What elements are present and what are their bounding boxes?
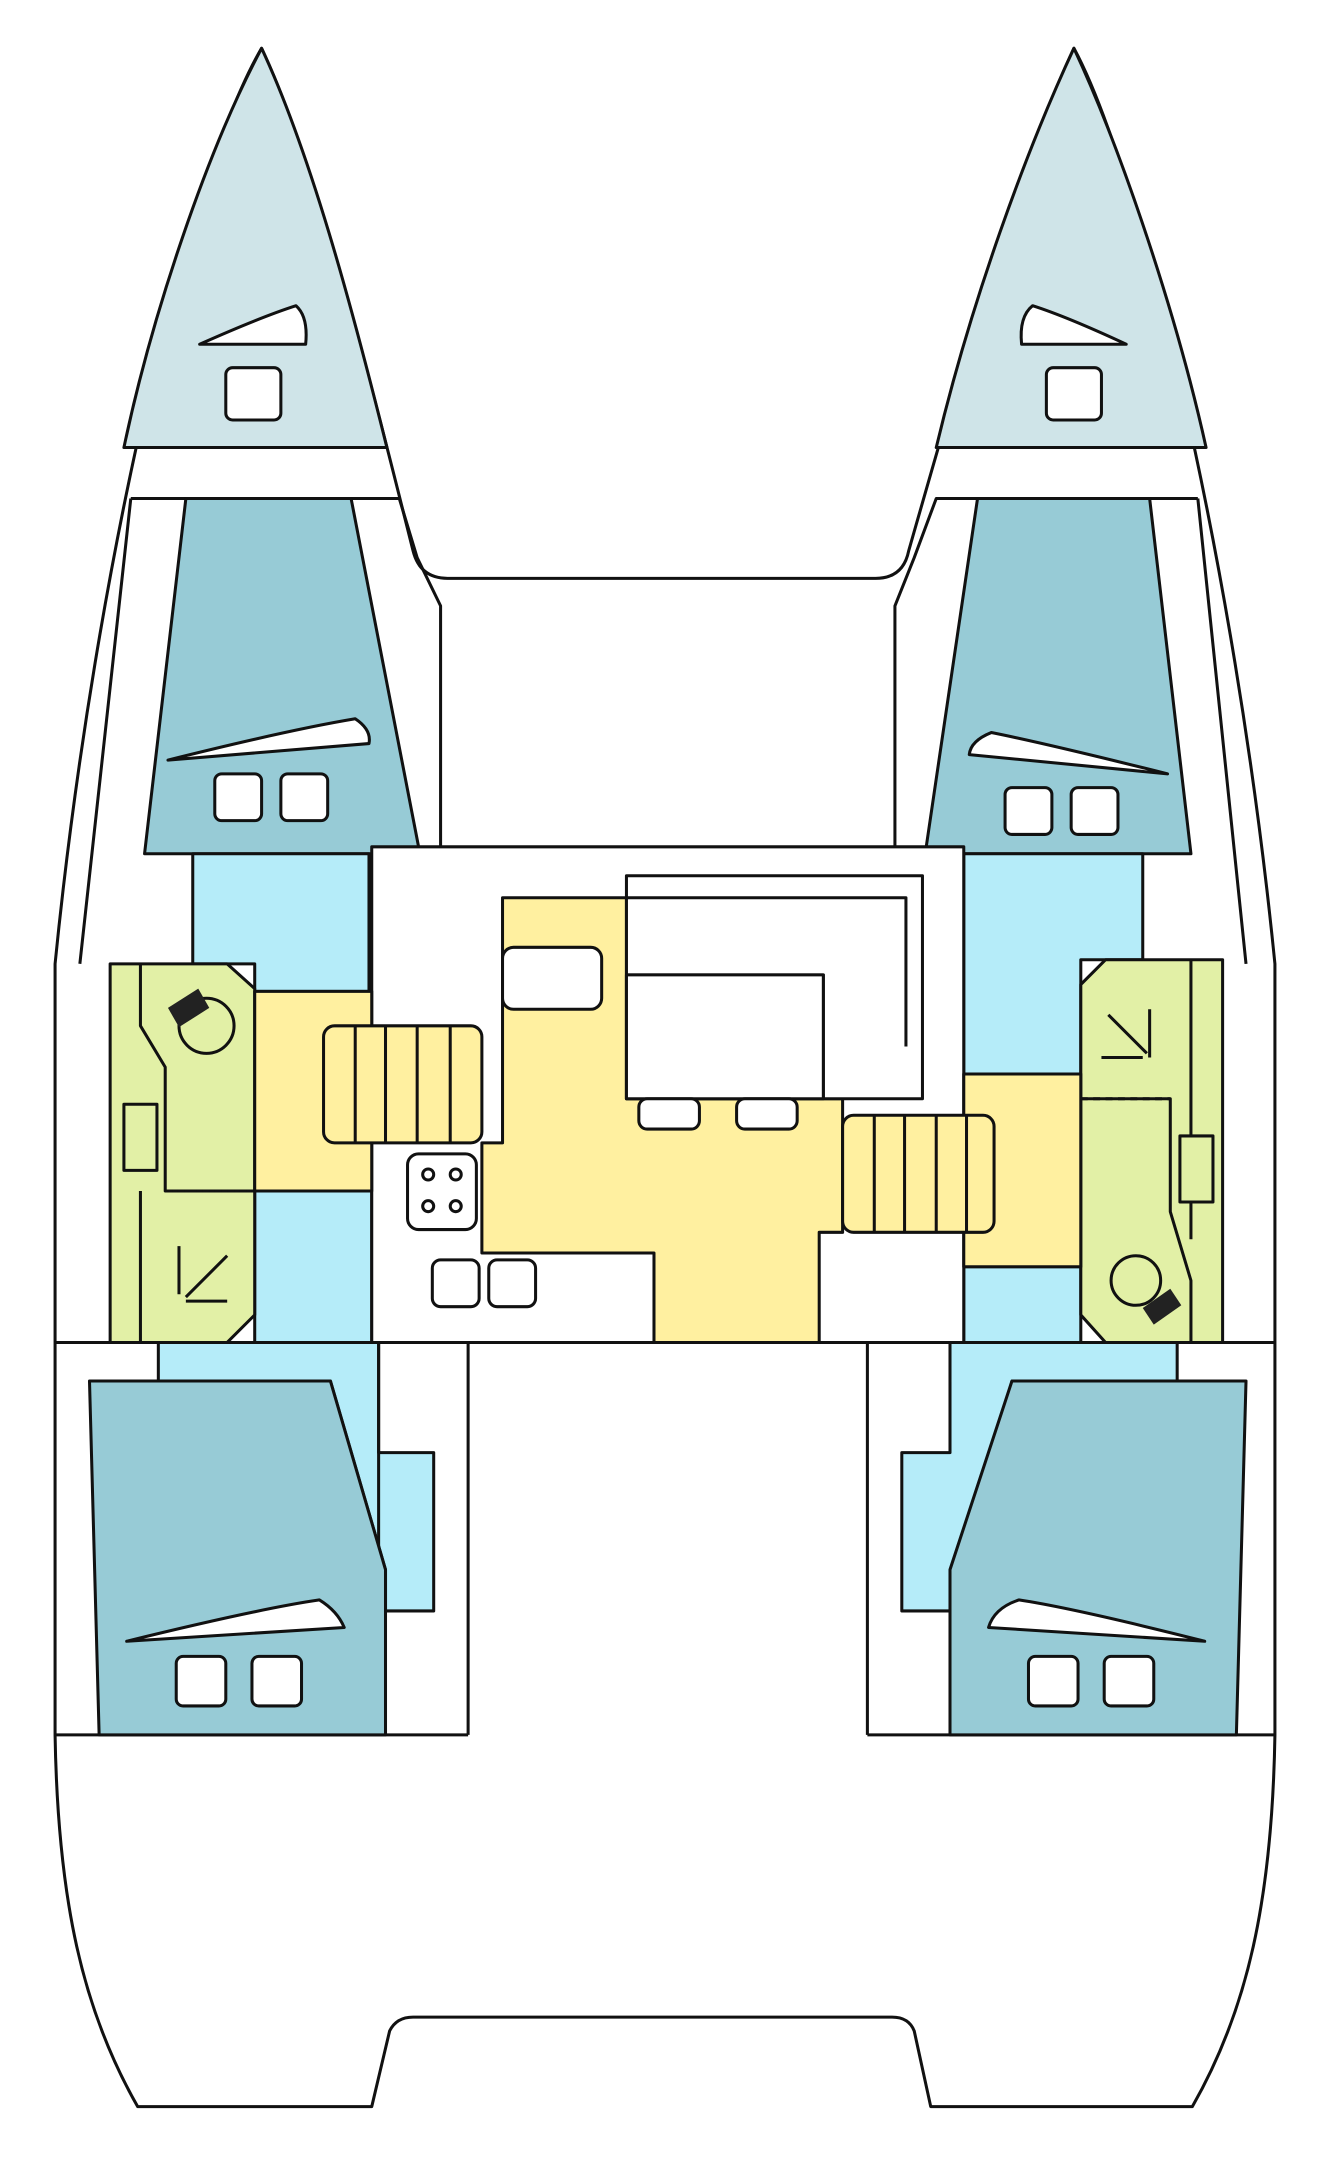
sink-icon	[430, 1258, 481, 1309]
berth-icon	[1003, 786, 1054, 836]
burner	[448, 1167, 463, 1182]
stairs-icon	[841, 1113, 996, 1234]
berth-icon	[1026, 1654, 1080, 1708]
berth-icon	[213, 772, 264, 823]
toilet-icon	[1109, 1254, 1163, 1307]
berth-icon	[174, 1654, 228, 1708]
stool	[637, 1097, 701, 1131]
burner	[421, 1199, 436, 1214]
toilet-icon	[1142, 1288, 1182, 1325]
sink-icon	[487, 1258, 538, 1309]
bow-locker-port	[122, 46, 389, 450]
hatch-icon	[224, 366, 283, 422]
berth-icon	[1102, 1654, 1156, 1708]
aft-cabin-port	[87, 1379, 388, 1737]
sink-icon	[1178, 1134, 1215, 1204]
stove-icon	[406, 1152, 478, 1232]
hatch-icon	[166, 717, 371, 762]
hatch-icon	[1044, 366, 1103, 422]
hatch-icon	[198, 304, 308, 346]
berth-icon	[279, 772, 330, 823]
table-icon	[624, 973, 825, 1101]
hatch-icon	[1019, 304, 1128, 346]
burner	[448, 1199, 463, 1214]
shower-icon	[177, 1246, 229, 1303]
shower-icon	[1101, 1009, 1152, 1059]
stool	[735, 1097, 799, 1131]
berth-icon	[1069, 786, 1120, 836]
burner	[421, 1167, 436, 1182]
hatch-icon	[987, 1598, 1207, 1643]
bow-locker-starboard	[934, 46, 1208, 450]
sink-icon	[122, 1102, 159, 1172]
hatch-icon	[967, 731, 1170, 776]
saloon-seat	[501, 945, 604, 1011]
hatch-icon	[125, 1598, 346, 1643]
aft-cabin-starboard	[948, 1379, 1248, 1737]
forward-cabin-starboard	[923, 496, 1193, 856]
toilet-icon	[167, 988, 210, 1028]
berth-icon	[250, 1654, 304, 1708]
stairs-icon	[322, 1024, 484, 1145]
